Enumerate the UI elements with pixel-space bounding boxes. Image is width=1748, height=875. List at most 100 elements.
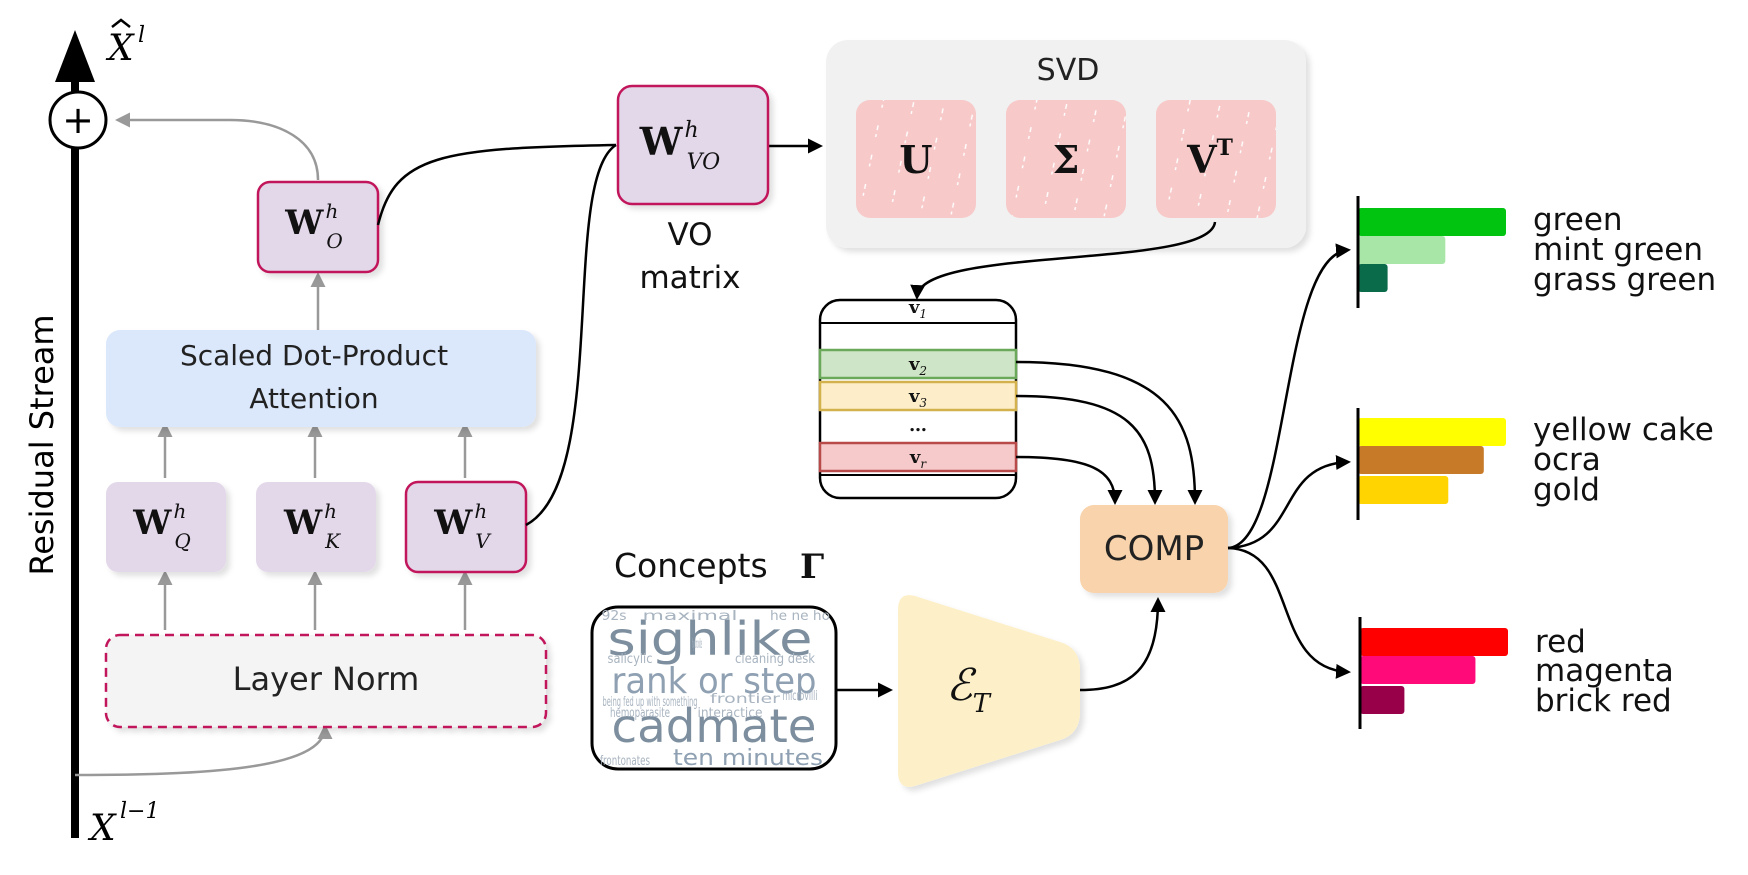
result-bar xyxy=(1358,446,1484,474)
weight-o-sup: h xyxy=(325,199,338,223)
vector-label-2: v2 xyxy=(908,354,927,378)
attention-line1: Scaled Dot-Product xyxy=(180,339,448,372)
result-label: magenta xyxy=(1535,653,1674,689)
cloud-word-small: 92s xyxy=(602,609,627,624)
svd-sigma-label: Σ xyxy=(1053,137,1080,182)
result-bar xyxy=(1358,476,1449,504)
output-base: X xyxy=(105,28,135,69)
result-bar xyxy=(1360,628,1508,656)
weight-q-sup: h xyxy=(173,499,186,523)
cloud-word-large: cadmate xyxy=(612,699,817,753)
svd-title: SVD xyxy=(1037,53,1100,88)
result-bar xyxy=(1358,236,1446,264)
vector-base: … xyxy=(909,415,927,436)
svd-v-label: V xyxy=(1186,137,1218,182)
vector-base: v xyxy=(909,447,921,468)
weight-k-sub: K xyxy=(324,529,341,553)
weight-v-sub: V xyxy=(475,529,492,553)
svd-v-block: VT xyxy=(1156,100,1276,218)
cloud-word-small: hydroxide xyxy=(692,637,702,652)
result-bar xyxy=(1358,208,1506,236)
output-label: X l xyxy=(105,18,145,69)
concepts-label: Concepts xyxy=(614,546,768,585)
result-bar xyxy=(1358,418,1506,446)
add-icon: + xyxy=(62,98,94,142)
hat-icon xyxy=(111,18,131,28)
encoder-to-comp-arrow xyxy=(1079,597,1166,692)
svd-u-block: U xyxy=(856,100,976,218)
comp-to-results-arrows xyxy=(1227,243,1351,679)
cloud-word-small: frontonates xyxy=(600,754,650,769)
input-sup: l−1 xyxy=(120,799,159,824)
encoder-symbol: ℰ xyxy=(946,660,977,711)
concepts-symbol: Γ xyxy=(800,547,824,587)
comp-label: COMP xyxy=(1104,529,1204,569)
cloud-word-small: hemoparasite xyxy=(610,706,670,721)
vector-label-3: v3 xyxy=(908,386,927,410)
result-bar xyxy=(1360,686,1405,714)
cloud-word-small: being fed up with something xyxy=(603,695,698,710)
vector-sub: 3 xyxy=(919,396,927,410)
svg-text:WhV: WhV xyxy=(433,499,492,553)
result-label: grass green xyxy=(1533,262,1716,298)
encoder-sub: T xyxy=(973,689,992,719)
residual-stream-label: Residual Stream xyxy=(23,314,61,575)
weight-o-sub: O xyxy=(326,229,342,253)
comp-box: COMP xyxy=(1080,505,1228,593)
layer-norm-label: Layer Norm xyxy=(233,660,420,698)
attention-flow-arrows xyxy=(74,112,473,777)
result-bar xyxy=(1360,656,1476,684)
weight-v-sup: h xyxy=(474,499,487,523)
vector-base: v xyxy=(908,354,920,375)
cloud-word-small: cleaning desk xyxy=(735,652,815,667)
cloud-word-large: ten minutes xyxy=(673,746,823,771)
cloud-word-small: frontier xyxy=(710,692,781,707)
svg-text:VT: VT xyxy=(1186,135,1233,182)
vector-base: v xyxy=(908,386,920,407)
result-bar xyxy=(1358,264,1388,292)
input-base: X xyxy=(87,808,117,849)
word-cloud xyxy=(590,605,838,771)
result-label: mint green xyxy=(1533,232,1703,268)
layer-norm-box: Layer Norm xyxy=(104,633,548,729)
vector-label-ellipsis: … xyxy=(909,415,927,436)
attention-box: Scaled Dot-Product Attention xyxy=(106,330,536,427)
cloud-word-small: maximal xyxy=(643,609,738,624)
svd-panel: SVD U Σ VT xyxy=(826,40,1306,248)
attention-line2: Attention xyxy=(249,382,378,415)
cloud-word-small: microvilli xyxy=(783,689,818,704)
residual-stream: Residual Stream X l X l−1 + xyxy=(23,18,159,849)
vo-sub: VO xyxy=(687,150,721,175)
cloud-word-small: salicylic xyxy=(608,652,653,667)
vector-sub: 1 xyxy=(919,307,927,321)
result-label: brick red xyxy=(1535,683,1672,719)
cloud-word-large: sighlike xyxy=(608,612,813,666)
encoder: ℰT xyxy=(898,595,1166,787)
weight-o-base: W xyxy=(284,203,324,243)
weight-k-sup: h xyxy=(324,499,337,523)
vo-sup: h xyxy=(684,118,698,143)
svg-text:ℰT: ℰT xyxy=(946,660,992,719)
svg-text:WhK: WhK xyxy=(283,499,341,553)
vectors-to-comp-arrows xyxy=(1015,360,1203,505)
vector-sub: 2 xyxy=(918,364,927,378)
residual-arrowhead-icon xyxy=(55,30,95,82)
input-label: X l−1 xyxy=(87,799,159,849)
result-label: ocra xyxy=(1533,442,1601,478)
svd-u-label: U xyxy=(899,137,932,182)
svd-to-vectors-arrow xyxy=(910,221,1217,300)
vector-sub: r xyxy=(920,457,927,471)
cloud-word-small: interactice xyxy=(698,706,763,721)
